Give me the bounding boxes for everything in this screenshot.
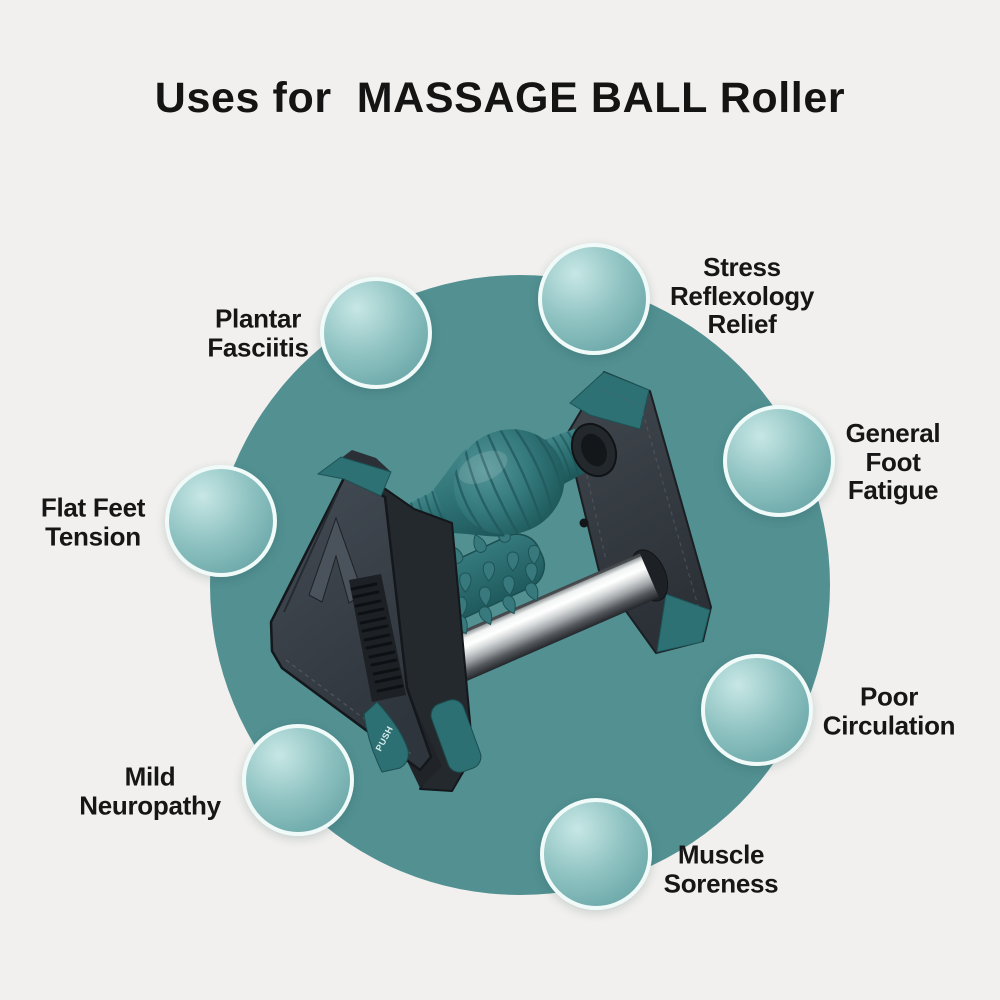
page-title: Uses for MASSAGE BALL Roller bbox=[154, 74, 846, 122]
label-plantar-fasciitis: Plantar Fasciitis bbox=[207, 303, 309, 362]
label-stress-reflexology-relief: Stress Reflexology Relief bbox=[669, 252, 815, 340]
bubble-flat-feet-tension bbox=[165, 465, 277, 577]
panel-shaft-hole bbox=[581, 433, 607, 467]
label-mild-neuropathy: Mild Neuropathy bbox=[79, 761, 221, 820]
bubble-mild-neuropathy bbox=[242, 724, 354, 836]
bubble-general-foot-fatigue bbox=[723, 405, 835, 517]
left-stand: PUSH bbox=[269, 450, 482, 792]
bubble-stress-reflexology-relief bbox=[538, 243, 650, 355]
label-general-foot-fatigue: General Foot Fatigue bbox=[845, 418, 941, 506]
label-flat-feet-tension: Flat Feet Tension bbox=[40, 492, 146, 551]
label-muscle-soreness: Muscle Soreness bbox=[663, 839, 779, 898]
bubble-plantar-fasciitis bbox=[320, 277, 432, 389]
bubble-poor-circulation bbox=[701, 654, 813, 766]
label-poor-circulation: Poor Circulation bbox=[822, 681, 956, 740]
bubble-muscle-soreness bbox=[540, 798, 652, 910]
